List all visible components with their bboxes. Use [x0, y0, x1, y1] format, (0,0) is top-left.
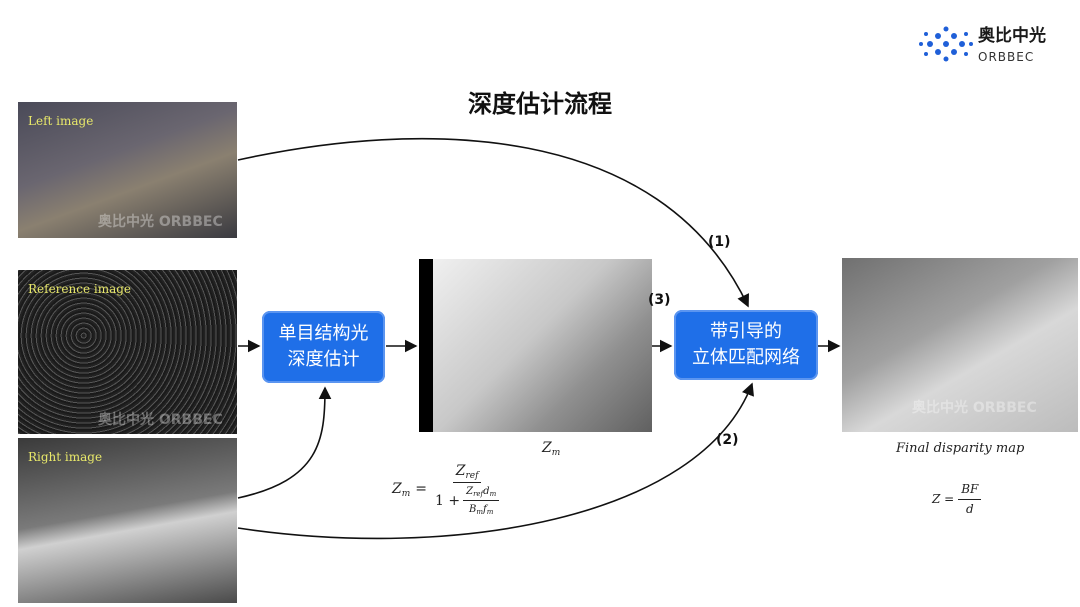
- watermark: 奥比中光 ORBBEC: [98, 214, 223, 230]
- logo-cn: 奥比中光: [978, 26, 1046, 46]
- reference-image: Reference image 奥比中光 ORBBEC: [18, 270, 237, 434]
- mono-depth-estimation-box: 单目结构光深度估计: [262, 311, 385, 383]
- left-image-caption: Left image: [28, 114, 94, 128]
- box-line: 带引导的: [710, 321, 782, 342]
- box-line: 立体匹配网络: [692, 347, 800, 368]
- arrow-right-to-stereo: [237, 382, 754, 540]
- guided-stereo-matching-box: 带引导的立体匹配网络: [674, 310, 818, 380]
- page-title: 深度估计流程: [468, 90, 612, 118]
- zm-label: Zm: [542, 440, 561, 459]
- final-map-label: Final disparity map: [896, 441, 1025, 456]
- logo-dots-icon: [919, 26, 973, 62]
- final-disparity-image: 奥比中光 ORBBEC: [842, 258, 1078, 432]
- path-label-3: (3): [648, 292, 671, 308]
- zm-formula: Zm = Zref 1 + Zrefdm Bmfm: [392, 462, 502, 516]
- watermark: 奥比中光 ORBBEC: [98, 412, 223, 428]
- path-label-1: (1): [708, 234, 731, 250]
- reference-image-caption: Reference image: [28, 282, 132, 296]
- box-line: 单目结构光: [278, 323, 369, 344]
- zm-depth-image: [419, 259, 652, 432]
- arrow-right-to-mono: [237, 386, 332, 499]
- box-line: 深度估计: [287, 349, 360, 370]
- logo-en: ORBBEC: [978, 50, 1035, 64]
- path-label-2: (2): [716, 432, 739, 448]
- left-image: Left image 奥比中光 ORBBEC: [18, 102, 237, 238]
- watermark: 奥比中光 ORBBEC: [912, 400, 1037, 416]
- right-image: Right image: [18, 438, 237, 603]
- right-image-caption: Right image: [28, 450, 103, 464]
- arrow-left-to-stereo: [237, 137, 749, 308]
